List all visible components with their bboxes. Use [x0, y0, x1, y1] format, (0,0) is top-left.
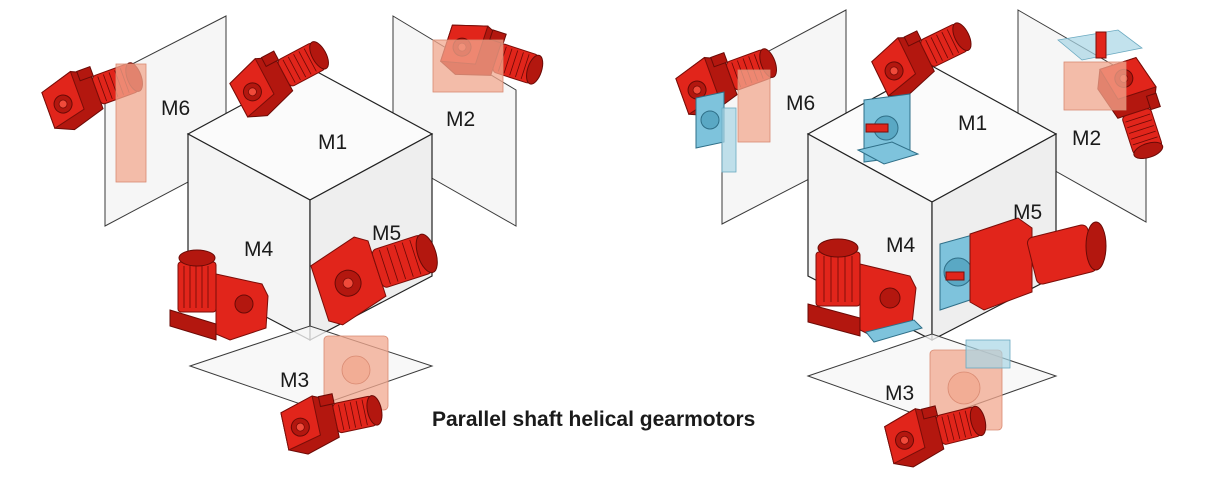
left-m4-gearmotor	[169, 249, 269, 341]
right-label-m2: M2	[1072, 127, 1101, 150]
right-label-m1: M1	[958, 112, 987, 135]
left-m6-ghost	[115, 63, 147, 183]
right-m4-gearmotor	[807, 238, 923, 343]
right-m3-ghost	[929, 339, 1011, 431]
left-label-m6: M6	[161, 97, 190, 120]
left-label-m4: M4	[244, 238, 273, 261]
right-label-m4: M4	[886, 234, 915, 257]
right-m5-gearmotor	[939, 217, 1107, 311]
right-label-m6: M6	[786, 92, 815, 115]
left-label-m2: M2	[446, 108, 475, 131]
left-diagram: M6 M1 M2 M4 M5 M3	[37, 15, 551, 459]
figure-caption: Parallel shaft helical gearmotors	[432, 408, 756, 431]
right-diagram: M6 M1 M2 M4 M5 M3	[671, 8, 1177, 472]
left-label-m1: M1	[318, 131, 347, 154]
left-label-m3: M3	[280, 369, 309, 392]
left-label-m5: M5	[372, 222, 401, 245]
right-m1-flange	[856, 93, 920, 165]
right-m6-flange	[695, 91, 737, 173]
left-m3-ghost	[323, 335, 389, 411]
right-m2-flange	[1057, 29, 1143, 111]
left-m2-ghost	[432, 39, 504, 93]
right-m6-ghost	[737, 69, 771, 143]
right-label-m3: M3	[885, 382, 914, 405]
right-m2-plane	[1017, 9, 1147, 223]
left-m5-gearmotor	[310, 233, 438, 326]
right-label-m5: M5	[1013, 201, 1042, 224]
